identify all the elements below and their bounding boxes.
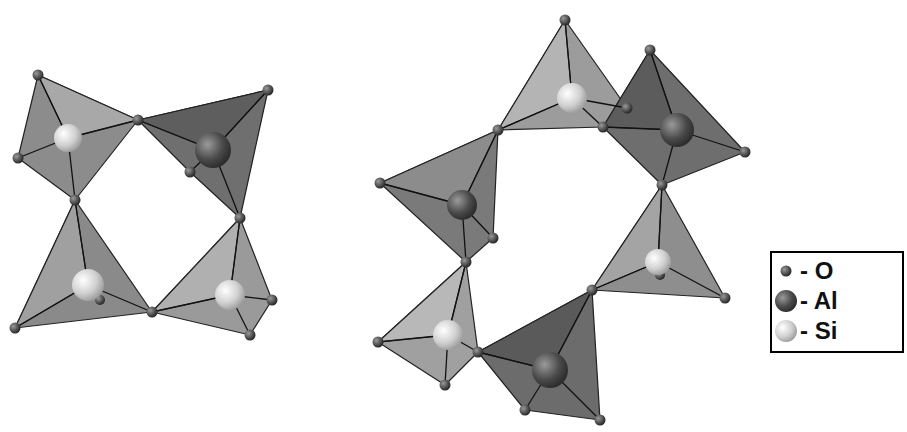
legend-label: - O [800, 256, 900, 286]
legend: - O- Al- Si [800, 256, 900, 346]
legend-label: - Al [800, 286, 900, 316]
legend-label: - Si [800, 316, 900, 346]
